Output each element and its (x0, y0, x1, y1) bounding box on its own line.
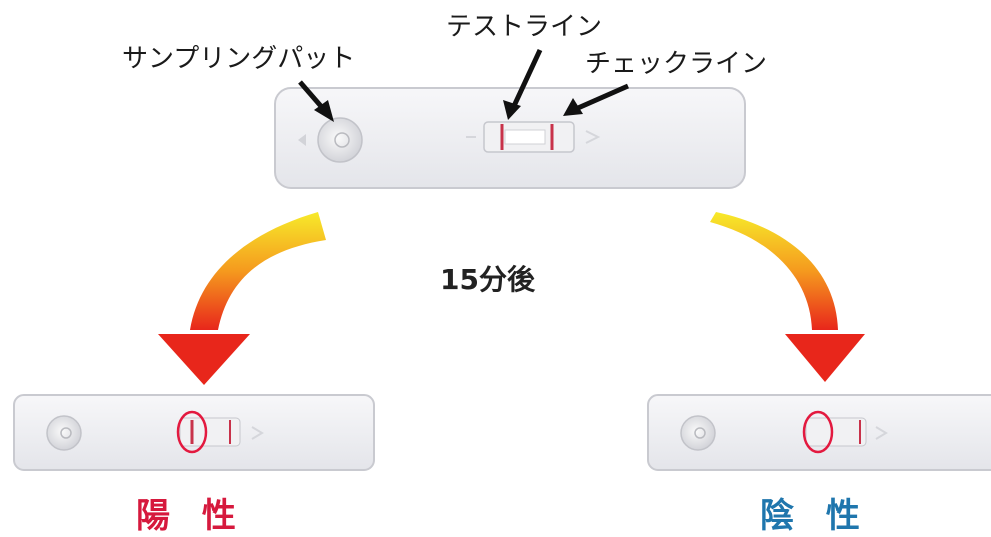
pointer-arrow-pad (298, 80, 334, 122)
curved-arrow-right (710, 212, 865, 382)
negative-label: 陰 性 (760, 496, 870, 536)
sampling-pad-label: サンプリングパット (122, 44, 356, 74)
sample-well (317, 117, 363, 163)
curved-arrow-left (158, 212, 326, 385)
test-line-label: テストライン (446, 12, 603, 42)
highlight-ellipse (176, 410, 208, 454)
highlight-ellipse (802, 410, 834, 454)
test-cassette-negative (647, 394, 991, 471)
test-cassette-top (274, 87, 746, 189)
pointer-arrow-test (503, 48, 543, 120)
test-cassette-positive (13, 394, 375, 471)
positive-label: 陽 性 (136, 496, 246, 536)
pointer-arrow-check (563, 83, 630, 116)
elapsed-time-label: 15分後 (440, 263, 535, 296)
check-line-label: チェックライン (585, 49, 768, 79)
